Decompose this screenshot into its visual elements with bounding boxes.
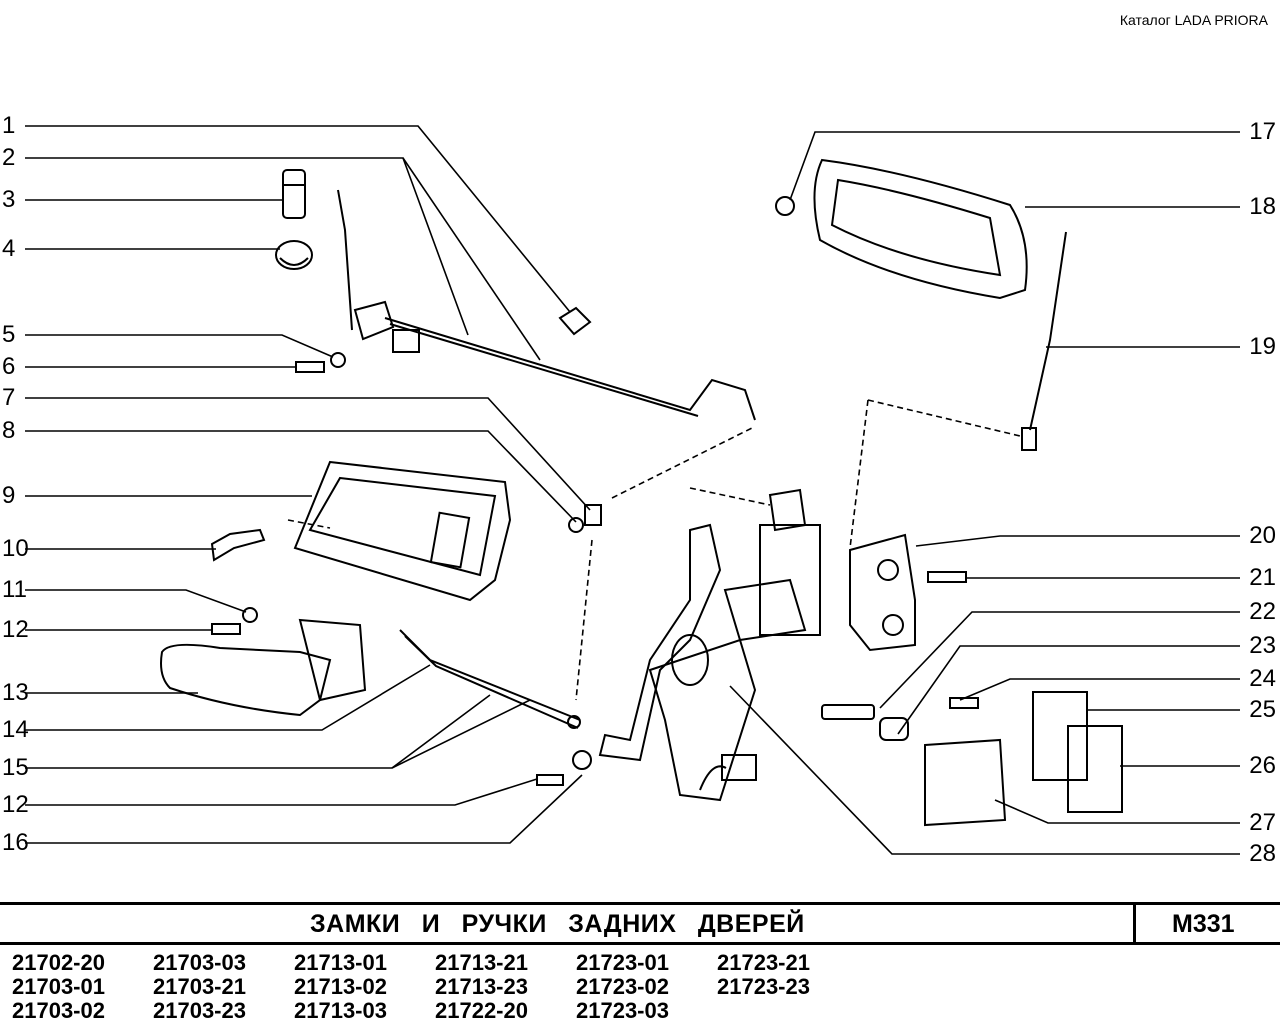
part-12-screw xyxy=(211,623,241,635)
callout-label: 13 xyxy=(2,679,29,706)
model-code: 21703-02 xyxy=(12,998,105,1023)
callout-label: 24 xyxy=(1249,665,1276,692)
parts-diagram xyxy=(25,125,1240,855)
part-1-clip xyxy=(558,306,592,336)
part-20-latch xyxy=(849,533,916,652)
callout-label: 7 xyxy=(2,384,16,411)
model-code: 21723-01 xyxy=(576,950,669,975)
leader-lines xyxy=(25,125,591,844)
model-code: 21713-23 xyxy=(435,974,528,999)
model-code: 21703-23 xyxy=(153,998,246,1023)
callout-label: 15 xyxy=(2,754,29,781)
callout-label: 9 xyxy=(2,482,16,509)
model-code: 21703-03 xyxy=(153,950,246,975)
part-24-screw xyxy=(949,697,979,709)
part-23-bushing xyxy=(879,717,909,741)
model-code: 21723-23 xyxy=(717,974,810,999)
model-code: 21703-21 xyxy=(153,974,246,999)
model-code: 21723-03 xyxy=(576,998,669,1023)
part-2-rods xyxy=(337,189,756,421)
callout-label: 21 xyxy=(1249,564,1276,591)
part-15-rod xyxy=(399,629,581,721)
part-10-bolt xyxy=(210,528,266,562)
callout-label: 16 xyxy=(2,829,29,856)
catalog-title: Каталог LADA PRIORA xyxy=(1119,12,1268,28)
callout-label: 1 xyxy=(2,112,16,139)
callout-label: 19 xyxy=(1249,333,1276,360)
footer-divider xyxy=(1133,902,1136,944)
callout-label: 17 xyxy=(1249,118,1276,145)
part-28-lock-assembly xyxy=(598,488,821,802)
callout-label: 23 xyxy=(1249,632,1276,659)
footer-mid-rule xyxy=(0,942,1280,945)
model-list: 21702-20 21703-03 21713-01 21713-21 2172… xyxy=(12,950,858,1023)
part-18-frame xyxy=(813,158,1028,300)
part-4-knob xyxy=(275,240,313,270)
part-21-screw xyxy=(927,571,967,583)
part-26-plate xyxy=(1067,725,1123,813)
callout-label: 28 xyxy=(1249,840,1276,867)
callout-label: 3 xyxy=(2,186,16,213)
part-9-housing xyxy=(293,460,512,602)
page-code: М331 xyxy=(1172,910,1235,938)
callout-label: 10 xyxy=(2,535,29,562)
model-code: 21703-01 xyxy=(12,974,105,999)
footer: ЗАМКИ И РУЧКИ ЗАДНИХ ДВЕРЕЙ М331 21702-2… xyxy=(0,902,1280,1023)
callout-label: 5 xyxy=(2,321,16,348)
callout-label: 14 xyxy=(2,716,29,743)
part-22-bolt xyxy=(821,704,875,720)
callout-label: 26 xyxy=(1249,752,1276,779)
callout-label: 8 xyxy=(2,417,16,444)
part-13-handle xyxy=(160,643,332,717)
model-code: 21723-02 xyxy=(576,974,669,999)
callout-label: 27 xyxy=(1249,809,1276,836)
callout-label: 20 xyxy=(1249,522,1276,549)
footer-top-rule xyxy=(0,902,1280,905)
part-17-nut xyxy=(775,196,795,216)
model-code: 21723-21 xyxy=(717,950,810,975)
model-code: 21713-03 xyxy=(294,998,387,1023)
callout-label: 6 xyxy=(2,353,16,380)
model-code: 21702-20 xyxy=(12,950,105,975)
model-code: 21713-01 xyxy=(294,950,387,975)
callout-label: 18 xyxy=(1249,193,1276,220)
part-6-screw xyxy=(295,352,346,373)
part-19-rod xyxy=(1029,231,1067,431)
model-code: 21713-21 xyxy=(435,950,528,975)
part-27-striker xyxy=(924,738,1007,827)
callout-label: 4 xyxy=(2,235,16,262)
model-code: 21713-02 xyxy=(294,974,387,999)
callout-label: 12 xyxy=(2,616,29,643)
callout-label: 25 xyxy=(1249,696,1276,723)
page-title: ЗАМКИ И РУЧКИ ЗАДНИХ ДВЕРЕЙ xyxy=(310,910,805,938)
model-code xyxy=(717,998,858,1022)
callout-label: 2 xyxy=(2,144,16,171)
part-11-washer xyxy=(242,607,258,623)
part-3-cap xyxy=(282,169,306,219)
callout-label: 12 xyxy=(2,791,29,818)
callout-label: 11 xyxy=(2,576,27,603)
callout-label: 22 xyxy=(1249,598,1276,625)
part-25-plate xyxy=(1032,691,1088,781)
model-code: 21722-20 xyxy=(435,998,528,1023)
